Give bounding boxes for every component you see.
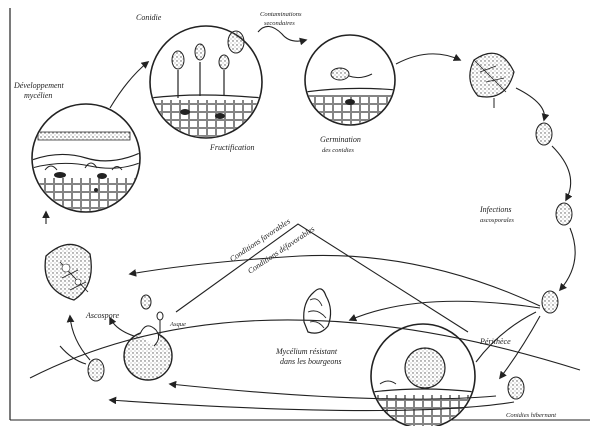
leaf-infected-top — [470, 53, 514, 108]
circle-fructification — [150, 26, 265, 140]
label-developpement-2: mycélien — [24, 91, 52, 100]
label-conditions-defavorables: Conditions défavorables — [246, 224, 316, 275]
label-infection-2: ascosporales — [480, 217, 514, 224]
label-conidies-hibernant: Conidies hibernant — [506, 412, 556, 419]
label-contamination-2: secondaires — [264, 20, 295, 27]
label-fructification: Fructification — [209, 143, 254, 152]
label-asque: Asque — [169, 321, 186, 328]
ascocarp-illustration — [124, 295, 172, 380]
label-conidie: Conidie — [136, 13, 162, 22]
label-ascospore: Ascospore — [85, 311, 119, 320]
label-mycelium-2: dans les bourgeons — [280, 357, 341, 366]
label-infection-1: Infections — [479, 205, 512, 214]
circle-germination — [305, 35, 400, 130]
label-germination-2: des conidies — [322, 147, 354, 154]
label-developpement-1: Développement — [13, 81, 65, 90]
label-perithece: Périthèce — [479, 337, 511, 346]
label-germination-1: Germination — [320, 135, 361, 144]
label-contamination-1: Contaminations — [260, 11, 302, 18]
bud-illustration — [304, 289, 331, 333]
leaf-infected-left — [45, 244, 91, 300]
circle-mycelial-development — [30, 104, 145, 218]
label-mycelium-1: Mycélium résistant — [275, 347, 338, 356]
